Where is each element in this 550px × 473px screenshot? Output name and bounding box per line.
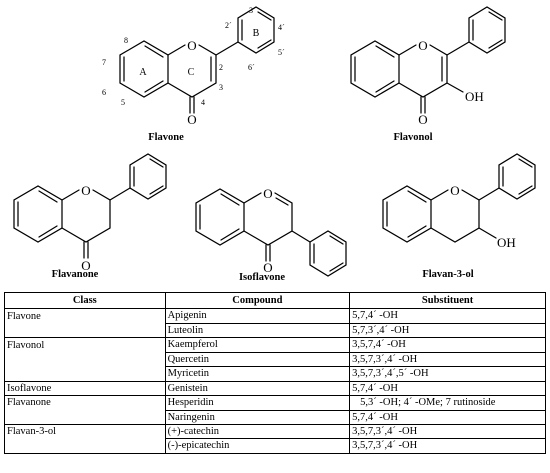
position-4: 4 — [201, 98, 205, 107]
substituent-cell: 5,7,4´ -OH — [349, 308, 546, 324]
compound-cell: Hesperidin — [164, 395, 350, 410]
class-cell: Flavone — [4, 308, 166, 324]
class-cell — [4, 366, 166, 382]
substituent-cell: 3,5,7,4´ -OH — [349, 337, 546, 353]
position-4-prime: 4´ — [278, 23, 285, 32]
substituent-cell: 3,5,7,3´,4´ -OH — [349, 351, 546, 367]
flavonol-name: Flavonol — [393, 132, 432, 143]
table-row: Myricetin 3,5,7,3´,4´,5´ -OH — [4, 366, 546, 382]
isoflavone-structure: O O Isoflavone — [195, 186, 347, 283]
flavan-3-ol-structure: O OH Flavan-3-ol — [382, 153, 536, 280]
oxygen-atom: O — [450, 183, 459, 198]
flavonol-structure: O O OH Flavonol — [350, 6, 506, 143]
hydroxyl-label: OH — [465, 89, 484, 104]
position-5-prime: 5´ — [278, 48, 285, 57]
compound-cell: Quercetin — [164, 351, 350, 367]
oxygen-atom: O — [81, 183, 90, 198]
class-cell: Flavanone — [4, 395, 166, 410]
compound-cell: Genistein — [164, 380, 350, 396]
position-3-prime: 3´ — [249, 6, 256, 15]
table-row: Flavonol Kaempferol 3,5,7,4´ -OH — [4, 337, 546, 353]
table-row: Flavanone Hesperidin 5,3´ -OH; 4´ -OMe; … — [4, 395, 546, 410]
compound-cell: Apigenin — [164, 308, 350, 324]
position-2: 2 — [219, 63, 223, 72]
oxygen-atom: O — [418, 38, 427, 53]
compound-cell: Kaempferol — [164, 337, 350, 353]
class-cell — [4, 352, 166, 367]
flavanone-name: Flavanone — [52, 269, 99, 280]
substituent-cell: 3,5,7,3´,4´,5´ -OH — [349, 366, 546, 382]
substituent-cell: 3,5,7,3´,4´ -OH — [349, 438, 546, 454]
header-class: Class — [4, 291, 166, 310]
compound-cell: Myricetin — [164, 366, 350, 382]
position-6: 6 — [102, 88, 106, 97]
carbonyl-oxygen: O — [187, 112, 196, 127]
position-6-prime: 6´ — [248, 63, 255, 72]
oxygen-atom: O — [187, 38, 196, 53]
class-cell: Flavonol — [4, 337, 166, 353]
carbonyl-oxygen: O — [81, 258, 90, 273]
class-cell — [4, 438, 166, 454]
table-header-row: Class Compound Substituent — [4, 291, 546, 310]
flavone-name: Flavone — [148, 132, 184, 143]
table-row: Isoflavone Genistein 5,7,4´ -OH — [4, 380, 546, 396]
table-row: Luteolin 5,7,3´,4´ -OH — [4, 322, 546, 338]
flavan-3-ol-name: Flavan-3-ol — [422, 269, 473, 280]
substituent-cell: 5,7,4´ -OH — [349, 380, 546, 396]
compound-cell: Luteolin — [164, 322, 350, 338]
class-cell — [4, 410, 166, 425]
position-8: 8 — [124, 36, 128, 45]
flavanone-structure: O O Flavanone — [13, 153, 167, 280]
class-cell: Flavan-3-ol — [4, 423, 166, 439]
table-row: Quercetin 3,5,7,3´,4´ -OH — [4, 351, 546, 367]
position-7: 7 — [102, 58, 106, 67]
flavonoid-table: Class Compound Substituent Flavone Apige… — [4, 291, 546, 454]
compound-cell: (-)-epicatechin — [164, 438, 350, 454]
carbonyl-oxygen: O — [263, 260, 272, 275]
class-cell — [4, 323, 166, 338]
position-3: 3 — [219, 83, 223, 92]
flavone-structure: O O A C B 2 3 4 5 6 7 8 2´ 3´ 4´ 5´ 6´ F… — [102, 6, 285, 143]
hydroxyl-label: OH — [497, 235, 516, 250]
carbonyl-oxygen: O — [418, 112, 427, 127]
isoflavone-name: Isoflavone — [239, 272, 285, 283]
ring-a-label: A — [139, 67, 147, 78]
substituent-cell: 5,3´ -OH; 4´ -OMe; 7 rutinoside — [349, 395, 546, 410]
compound-cell: (+)-catechin — [164, 423, 350, 439]
position-2-prime: 2´ — [225, 21, 232, 30]
table-row: (-)-epicatechin 3,5,7,3´,4´ -OH — [4, 438, 546, 454]
table-row: Naringenin 5,7,4´ -OH — [4, 409, 546, 425]
table-row: Flavan-3-ol (+)-catechin 3,5,7,3´,4´ -OH — [4, 423, 546, 439]
substituent-cell: 5,7,4´ -OH — [349, 409, 546, 425]
position-5: 5 — [121, 98, 125, 107]
flavonoid-structures: O O A C B 2 3 4 5 6 7 8 2´ 3´ 4´ 5´ 6´ F… — [13, 6, 536, 283]
table-row: Flavone Apigenin 5,7,4´ -OH — [4, 308, 546, 324]
header-compound: Compound — [164, 291, 351, 310]
class-cell: Isoflavone — [4, 380, 166, 396]
substituent-cell: 5,7,3´,4´ -OH — [349, 322, 546, 338]
ring-c-label: C — [188, 67, 195, 78]
header-substituent: Substituent — [349, 291, 546, 310]
oxygen-atom: O — [263, 186, 272, 201]
substituent-cell: 3,5,7,3´,4´ -OH — [349, 423, 546, 439]
ring-b-label: B — [253, 28, 260, 39]
compound-cell: Naringenin — [164, 409, 350, 425]
